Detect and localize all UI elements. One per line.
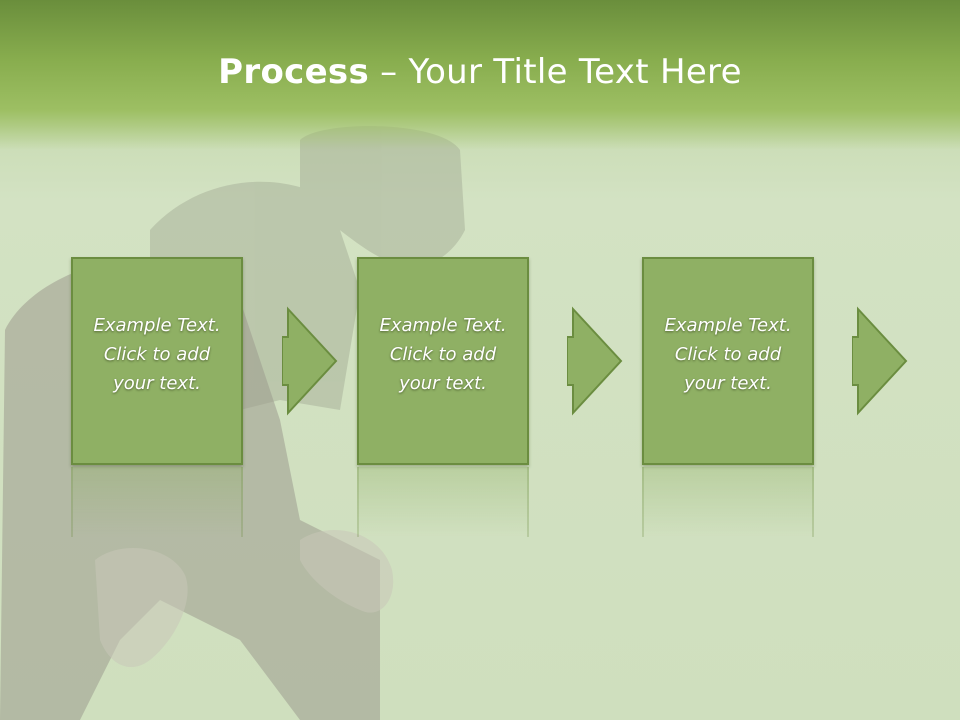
arrow-right-icon bbox=[567, 306, 623, 416]
step-1-line-3: your text. bbox=[113, 373, 201, 394]
title-rest: – Your Title Text Here bbox=[369, 52, 742, 92]
title-bold: Process bbox=[218, 52, 370, 92]
step-1-line-2: Click to add bbox=[103, 344, 211, 365]
step-2-line-1: Example Text. bbox=[379, 315, 507, 336]
header-band bbox=[0, 0, 960, 150]
process-step-1[interactable]: Example Text. Click to add your text. bbox=[71, 257, 243, 465]
step-3-line-2: Click to add bbox=[674, 344, 782, 365]
step-1-reflection bbox=[71, 467, 243, 537]
step-3-line-1: Example Text. bbox=[664, 315, 792, 336]
step-1-text[interactable]: Example Text. Click to add your text. bbox=[73, 311, 241, 398]
step-1-line-1: Example Text. bbox=[93, 315, 221, 336]
step-3-line-3: your text. bbox=[684, 373, 772, 394]
step-2-line-3: your text. bbox=[399, 373, 487, 394]
process-step-3[interactable]: Example Text. Click to add your text. bbox=[642, 257, 814, 465]
slide-title: Process – Your Title Text Here bbox=[0, 52, 960, 92]
step-3-text[interactable]: Example Text. Click to add your text. bbox=[644, 311, 812, 398]
process-step-2[interactable]: Example Text. Click to add your text. bbox=[357, 257, 529, 465]
arrow-right-icon bbox=[282, 306, 338, 416]
step-2-line-2: Click to add bbox=[389, 344, 497, 365]
step-3-reflection bbox=[642, 467, 814, 537]
arrow-right-icon bbox=[852, 306, 908, 416]
step-2-text[interactable]: Example Text. Click to add your text. bbox=[359, 311, 527, 398]
step-2-reflection bbox=[357, 467, 529, 537]
